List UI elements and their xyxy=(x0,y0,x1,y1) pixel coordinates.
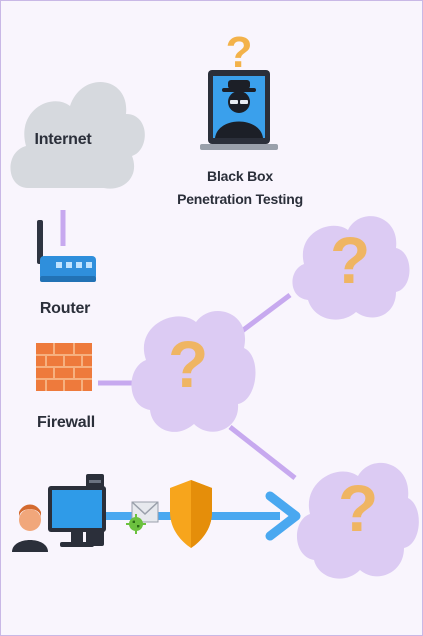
question-mark-middle-cloud: ? xyxy=(167,327,209,401)
firewall-label: Firewall xyxy=(37,414,95,431)
router-label: Router xyxy=(39,300,91,317)
unknown-cloud-bottom xyxy=(296,462,419,579)
diagram-title-line-1: Black Box xyxy=(207,168,273,184)
question-mark-bottom-cloud: ? xyxy=(337,471,379,545)
hacker-laptop-icon xyxy=(200,70,278,150)
unknown-cloud-middle xyxy=(131,310,256,432)
question-mark-laptop: ? xyxy=(225,28,253,77)
diagram-title-line-2: Penetration Testing xyxy=(177,191,303,207)
shield-icon xyxy=(170,480,212,548)
cloud-connector-bottom xyxy=(228,425,297,480)
internet-cloud xyxy=(10,82,145,189)
desktop-computer-icon xyxy=(48,474,106,547)
internet-label: Internet xyxy=(34,131,92,148)
unknown-cloud-top xyxy=(292,216,410,320)
malware-envelope-icon xyxy=(126,501,159,534)
router-icon xyxy=(37,220,96,282)
firewall-icon xyxy=(36,343,92,391)
user-avatar-icon xyxy=(12,504,48,552)
question-mark-top-cloud: ? xyxy=(329,223,371,297)
